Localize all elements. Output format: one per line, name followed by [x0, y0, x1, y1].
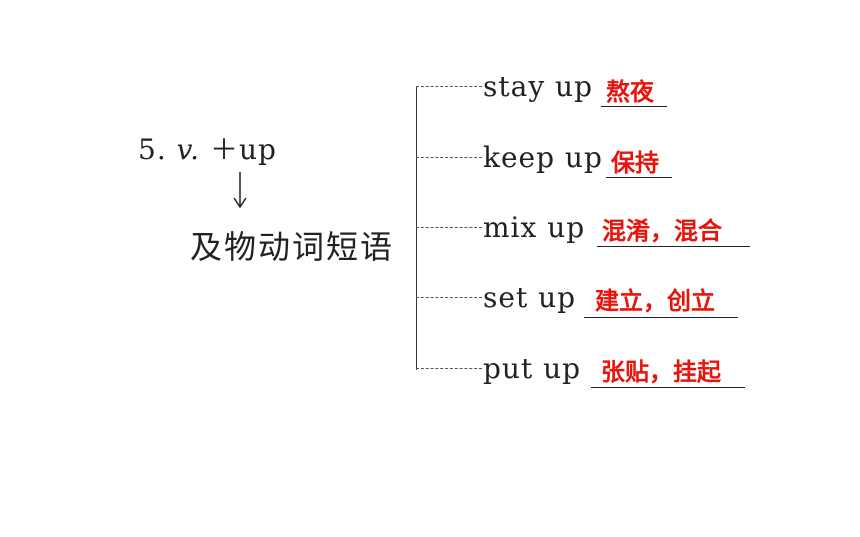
branch-leader — [416, 157, 482, 158]
answer-underline — [584, 317, 738, 318]
topic-suffix: ＋up — [209, 133, 277, 166]
branch-answer: 混淆，混合 — [602, 217, 722, 245]
branch-answer: 保持 — [611, 149, 659, 177]
branch-phrase: keep up — [483, 141, 603, 174]
answer-underline — [597, 246, 750, 247]
down-arrow-icon — [233, 172, 247, 209]
branch-answer: 张贴，挂起 — [601, 358, 721, 386]
bracket-line — [416, 86, 417, 370]
branch-phrase: mix up — [483, 211, 586, 244]
branch-phrase: put up — [483, 352, 582, 385]
answer-underline — [591, 387, 745, 388]
answer-underline — [606, 177, 672, 178]
branch-leader — [416, 227, 482, 228]
topic-heading: 5. v. ＋up — [138, 128, 277, 168]
topic-pos: v. — [176, 133, 201, 166]
branch-leader — [416, 86, 482, 87]
branch-answer: 建立，创立 — [595, 287, 715, 315]
branch-leader — [416, 368, 482, 369]
answer-underline — [601, 106, 667, 107]
topic-number: 5. — [138, 133, 167, 166]
branch-answer: 熬夜 — [606, 78, 654, 106]
branch-phrase: stay up — [483, 70, 593, 103]
branch-phrase: set up — [483, 281, 577, 314]
branch-leader — [416, 297, 482, 298]
group-label: 及物动词短语 — [190, 228, 395, 266]
